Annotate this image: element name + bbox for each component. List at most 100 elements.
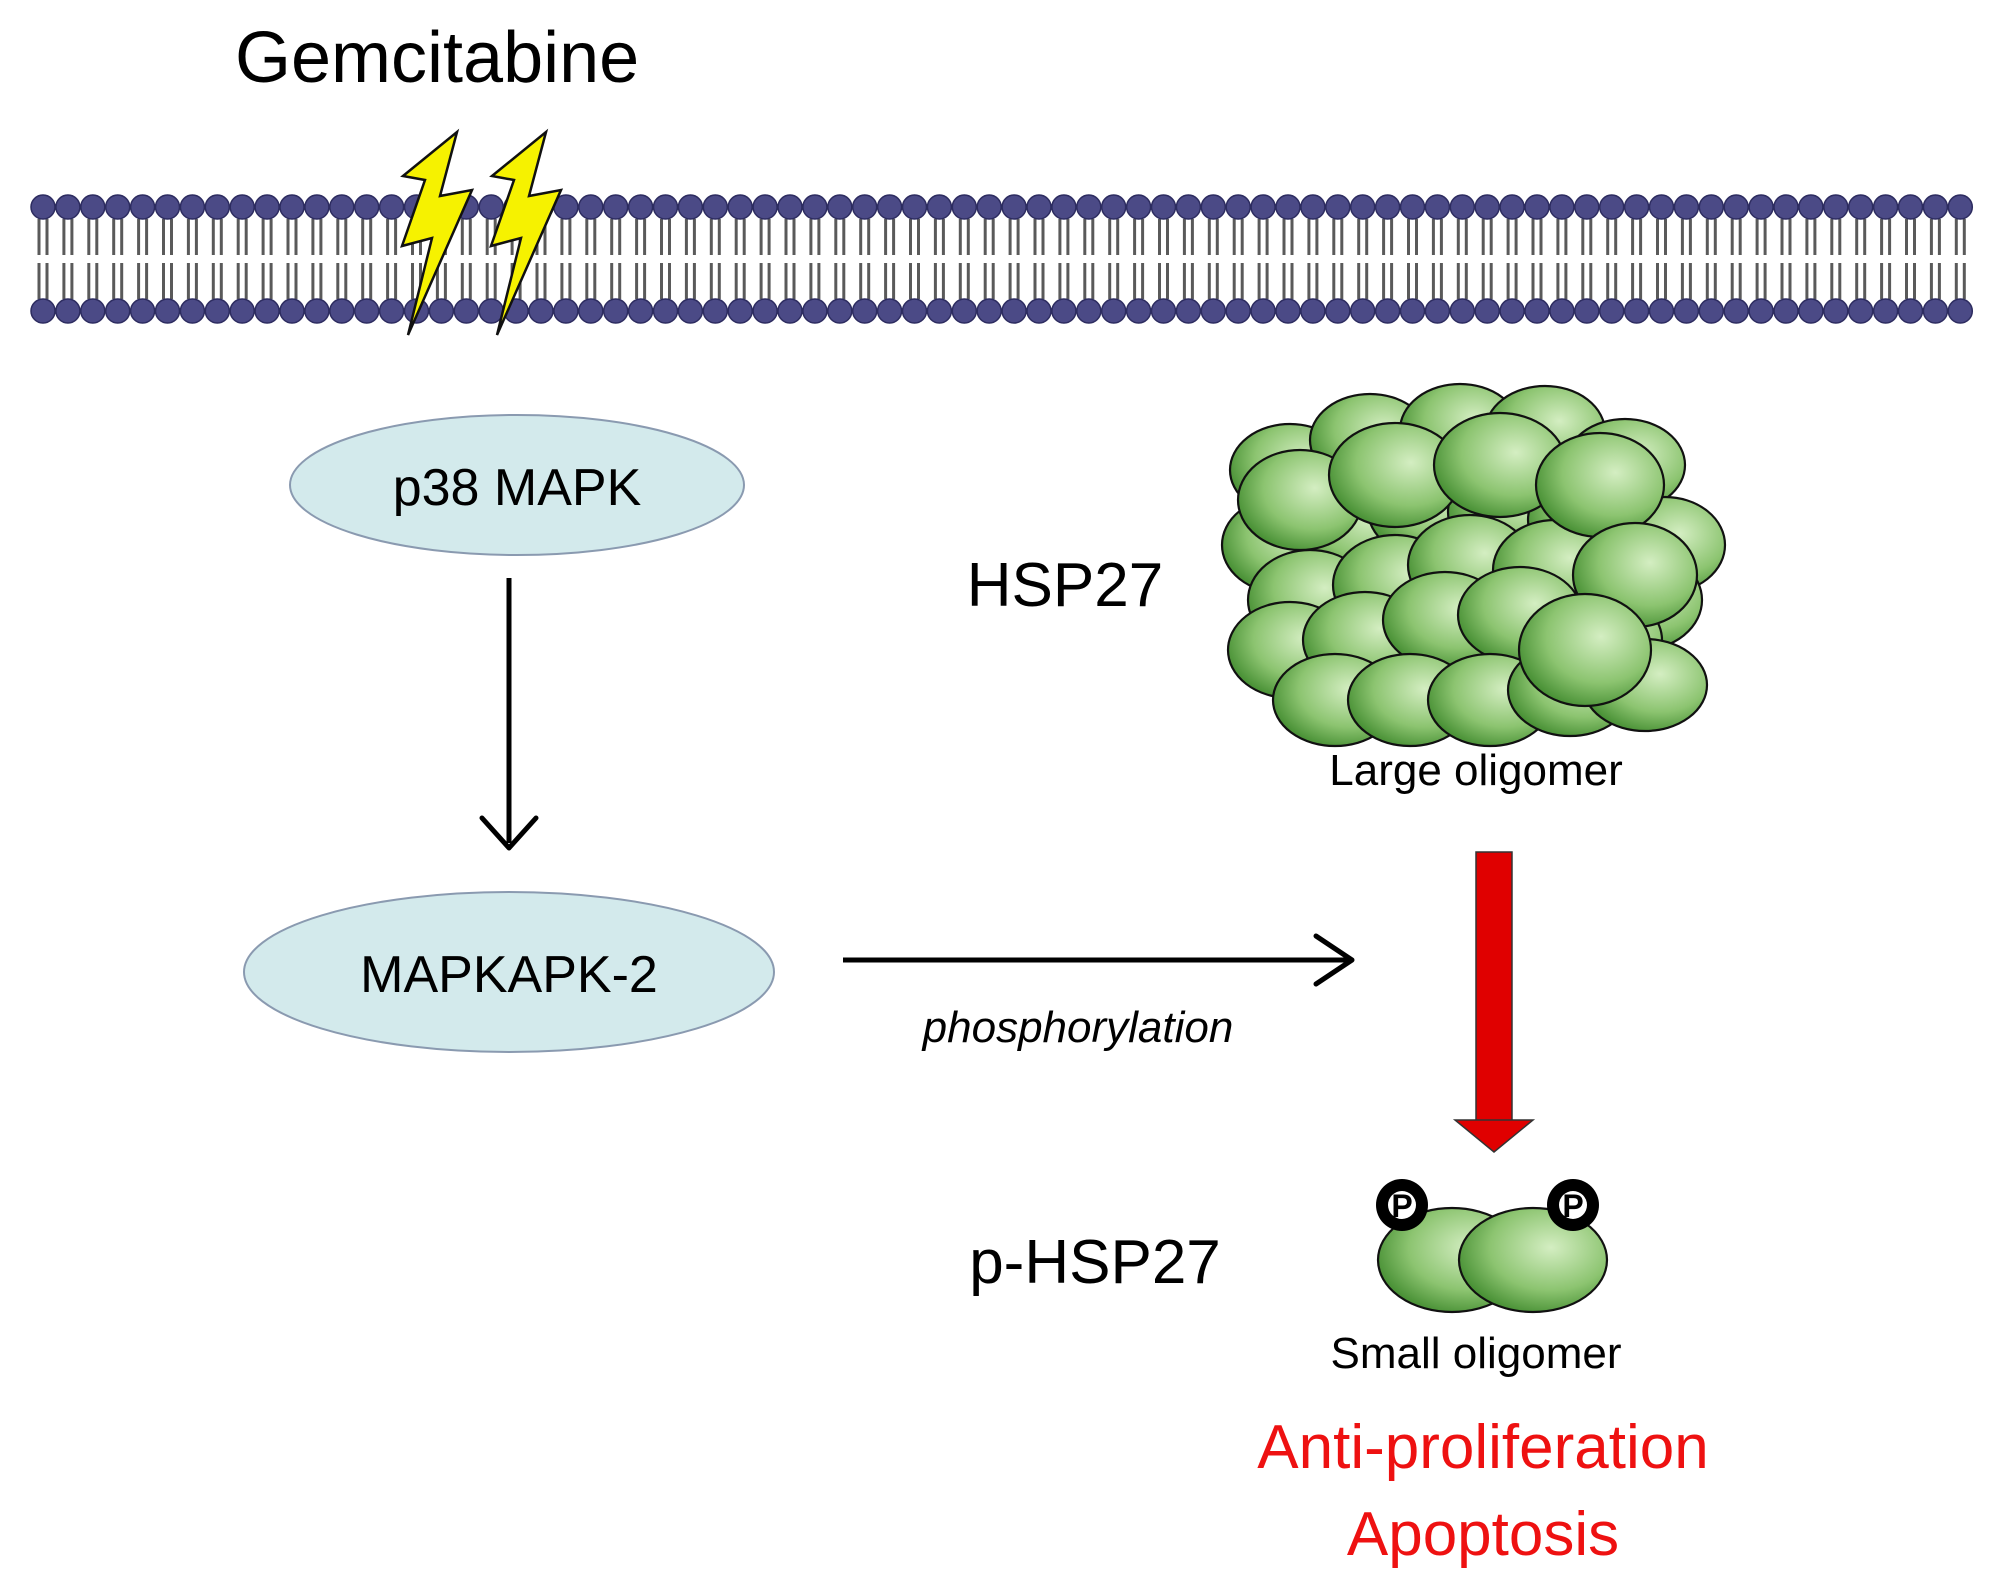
lipid-head bbox=[104, 194, 131, 220]
lipid-head bbox=[1200, 194, 1227, 220]
svg-text:P: P bbox=[1562, 1188, 1583, 1224]
lipid-head bbox=[553, 298, 579, 324]
large-oligomer-label: Large oligomer bbox=[1329, 746, 1623, 795]
lipid-head bbox=[1449, 298, 1476, 324]
lipid-head bbox=[1175, 194, 1202, 220]
lipid-head bbox=[1175, 298, 1202, 324]
lipid-head bbox=[1300, 298, 1326, 324]
lipid-head bbox=[1549, 194, 1575, 220]
lipid-head bbox=[827, 194, 853, 220]
lipid-head bbox=[304, 194, 330, 220]
lipid-head bbox=[578, 298, 604, 324]
lipid-head bbox=[279, 298, 305, 324]
lipid-head bbox=[229, 298, 255, 324]
lipid-head bbox=[901, 298, 928, 324]
lipid-head bbox=[876, 194, 903, 220]
lipid-head bbox=[1947, 298, 1974, 324]
lipid-head bbox=[1001, 298, 1027, 324]
lipid-head bbox=[254, 194, 280, 220]
lipid-head bbox=[1225, 194, 1251, 220]
lipid-head bbox=[627, 194, 654, 220]
lipid-head bbox=[1399, 298, 1426, 324]
lipid-head bbox=[1051, 298, 1077, 324]
lipid-head bbox=[1374, 298, 1401, 324]
lipid-head bbox=[1823, 298, 1849, 324]
hsp27-label: HSP27 bbox=[967, 551, 1163, 620]
lipid-head bbox=[204, 194, 231, 220]
lipid-head bbox=[1673, 298, 1700, 324]
lipid-head bbox=[55, 194, 81, 220]
lipid-head bbox=[1100, 194, 1127, 220]
lipid-head bbox=[727, 194, 753, 220]
lipid-head bbox=[652, 298, 679, 324]
lipid-head bbox=[1823, 194, 1849, 220]
lipid-head bbox=[851, 298, 878, 324]
lipid-head bbox=[727, 298, 753, 324]
lipid-head bbox=[1872, 194, 1899, 220]
cell-membrane bbox=[30, 194, 1974, 324]
lipid-head bbox=[827, 298, 853, 324]
lipid-head bbox=[1897, 298, 1924, 324]
lipid-head bbox=[1773, 194, 1799, 220]
lipid-head bbox=[1598, 298, 1625, 324]
lipid-head bbox=[1798, 298, 1824, 324]
phosphate-group-icon: P bbox=[1547, 1179, 1599, 1231]
lipid-head bbox=[802, 298, 828, 324]
lipid-head bbox=[602, 194, 629, 220]
lipid-head bbox=[602, 298, 629, 324]
lipid-head bbox=[1275, 194, 1301, 220]
gemcitabine-label: Gemcitabine bbox=[235, 18, 639, 98]
lipid-head bbox=[578, 194, 604, 220]
small-oligomer-label: Small oligomer bbox=[1331, 1329, 1622, 1378]
lipid-head bbox=[1723, 194, 1749, 220]
lipid-head bbox=[229, 194, 255, 220]
lipid-head bbox=[677, 194, 704, 220]
lipid-head bbox=[329, 298, 355, 324]
lipid-head bbox=[478, 194, 504, 220]
lipid-head bbox=[1847, 194, 1874, 220]
outcome-apoptosis: Apoptosis bbox=[1347, 1500, 1619, 1569]
lipid-head bbox=[353, 194, 380, 220]
hsp27-subunit bbox=[1517, 592, 1653, 708]
lipid-head bbox=[1200, 298, 1227, 324]
lipid-head bbox=[1872, 298, 1899, 324]
lipid-head bbox=[353, 298, 380, 324]
lipid-head bbox=[1499, 298, 1525, 324]
lipid-head bbox=[901, 194, 928, 220]
lipid-head bbox=[976, 194, 1002, 220]
lipid-head bbox=[453, 298, 480, 324]
lipid-head bbox=[777, 194, 803, 220]
lipid-head bbox=[1723, 298, 1749, 324]
lipid-head bbox=[702, 298, 729, 324]
lipid-head bbox=[204, 298, 231, 324]
lipid-head bbox=[1474, 194, 1500, 220]
lipid-head bbox=[1474, 298, 1500, 324]
lipid-head bbox=[1499, 194, 1525, 220]
mapkapk2-node: MAPKAPK-2 bbox=[243, 891, 775, 1053]
lipid-head bbox=[1574, 194, 1600, 220]
large-oligomer-structure bbox=[1220, 382, 1727, 748]
lipid-head bbox=[1076, 194, 1102, 220]
lipid-head bbox=[1549, 298, 1575, 324]
lipid-head bbox=[1076, 298, 1102, 324]
lipid-head bbox=[1150, 194, 1177, 220]
lipid-head bbox=[926, 298, 953, 324]
phosphorylation-arrow bbox=[843, 933, 1355, 987]
lipid-head bbox=[1424, 298, 1451, 324]
lipid-head bbox=[1349, 298, 1376, 324]
lipid-head bbox=[179, 194, 206, 220]
lipid-head bbox=[1374, 194, 1401, 220]
lipid-head bbox=[154, 194, 181, 220]
lipid-head bbox=[279, 194, 305, 220]
lipid-head bbox=[1623, 298, 1650, 324]
lightning-bolt-icon bbox=[489, 128, 564, 336]
lipid-head bbox=[1922, 194, 1949, 220]
lipid-head bbox=[1424, 194, 1451, 220]
lipid-head bbox=[1150, 298, 1177, 324]
lipid-head bbox=[1026, 298, 1052, 324]
lipid-head bbox=[1897, 194, 1924, 220]
lipid-head bbox=[30, 298, 56, 324]
lipid-head bbox=[1250, 194, 1276, 220]
lipid-head bbox=[428, 298, 455, 324]
